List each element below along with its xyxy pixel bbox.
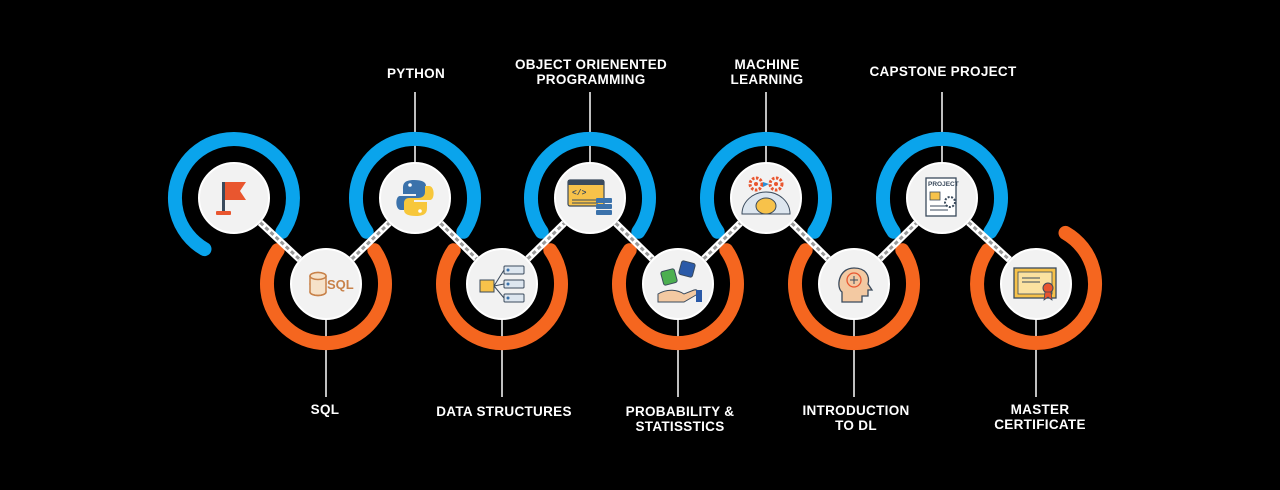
path-connector-dash <box>790 222 830 260</box>
progress-ring-arc <box>349 131 481 239</box>
node-sql-database-icon: SQL <box>290 248 362 320</box>
label-data-structures: DATA STRUCTURES <box>436 404 572 419</box>
node-data-structure-icon <box>466 248 538 320</box>
node-flag-icon <box>198 162 270 234</box>
progress-ring-arc <box>876 131 1008 239</box>
progress-ring-arc <box>970 225 1103 350</box>
progress-ring-arc <box>524 131 656 239</box>
python-logo-icon <box>396 180 434 216</box>
label-machine-learning: MACHINE LEARNING <box>730 57 804 87</box>
sql-database-icon: SQL <box>309 271 354 297</box>
label-sql: SQL <box>310 402 340 417</box>
code-window-icon: </> <box>567 179 612 215</box>
path-connector-dash <box>439 222 478 260</box>
svg-text:PROJECT: PROJECT <box>928 181 959 188</box>
path-connector-dash <box>350 221 391 261</box>
label-master-certificate: MASTER CERTIFICATE <box>994 402 1086 432</box>
path-connector-dash <box>526 222 566 260</box>
path-connector-dash <box>614 222 654 260</box>
svg-text:SQL: SQL <box>327 277 354 292</box>
node-gears-brain-icon <box>730 162 802 234</box>
progress-ring-arc <box>436 243 568 351</box>
path-connector-dash <box>702 222 742 260</box>
label-oop: OBJECT ORIENENTED PROGRAMMING <box>514 57 668 87</box>
certificate-icon <box>1013 267 1057 301</box>
node-project-document-icon: PROJECT <box>906 162 978 234</box>
node-dice-hand-icon <box>642 248 714 320</box>
progress-ring-arc <box>612 243 744 351</box>
progress-ring-arc <box>700 131 832 239</box>
gears-brain-icon <box>741 176 791 215</box>
progress-ring-arc <box>260 243 392 351</box>
data-structure-icon <box>479 265 525 303</box>
flag-icon <box>216 182 246 215</box>
progress-ring-arc <box>788 243 920 351</box>
label-capstone-project: CAPSTONE PROJECT <box>869 64 1017 79</box>
dice-hand-icon <box>657 260 702 303</box>
path-connector-dash <box>967 221 1011 261</box>
label-probability-statistics: PROBABILITY & STATISSTICS <box>625 404 735 434</box>
path-connector-dash <box>878 222 918 260</box>
node-ai-head-icon <box>818 248 890 320</box>
node-python-logo-icon <box>379 162 451 234</box>
svg-text:</>: </> <box>572 189 587 198</box>
label-python: PYTHON <box>386 66 446 81</box>
label-introduction-to-dl: INTRODUCTION TO DL <box>802 403 910 433</box>
path-connector-dash <box>259 221 301 261</box>
ai-head-icon <box>838 267 874 303</box>
node-code-window-icon: </> <box>554 162 626 234</box>
node-certificate-icon <box>1000 248 1072 320</box>
project-document-icon: PROJECT <box>925 177 959 217</box>
progress-ring-arc <box>167 132 300 257</box>
